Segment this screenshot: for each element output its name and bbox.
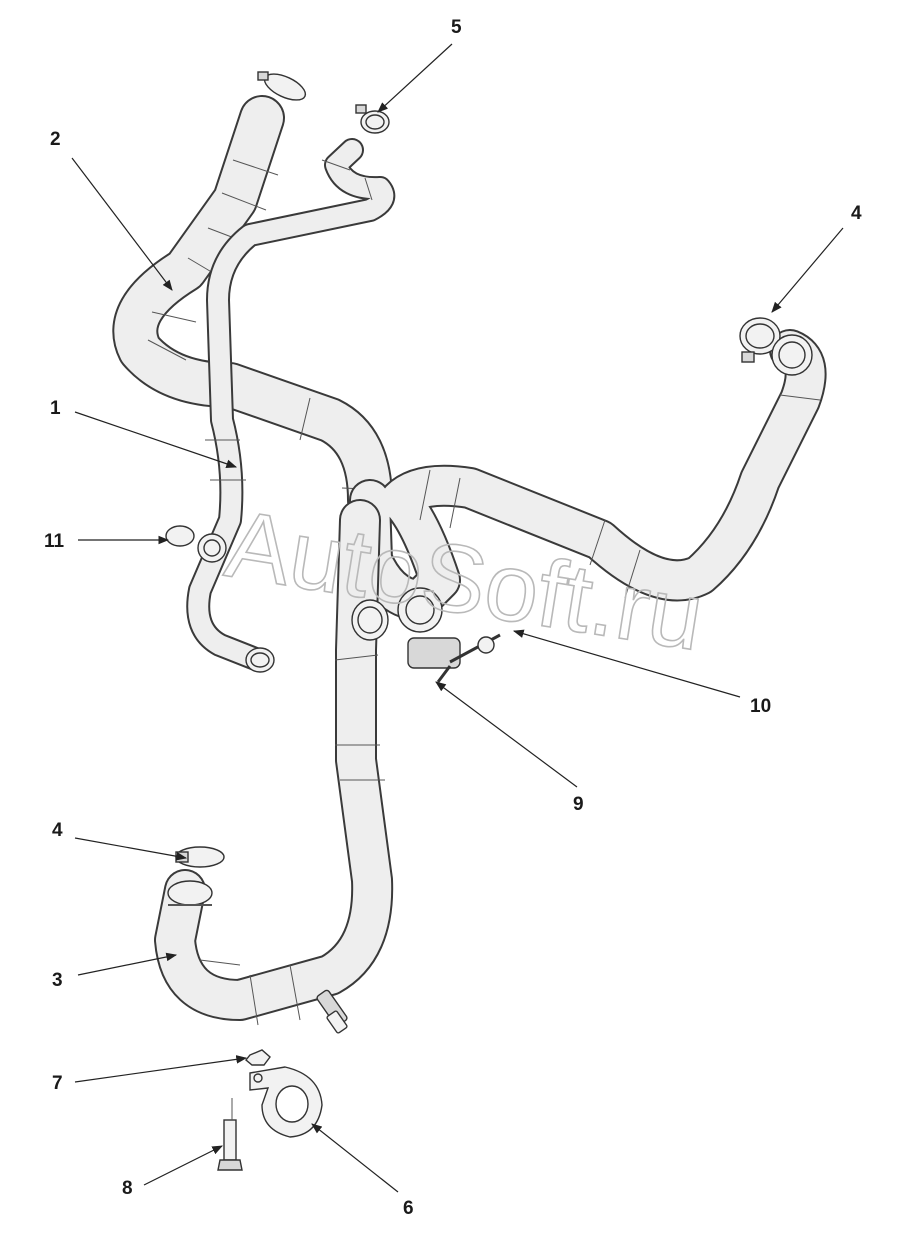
leader-lines bbox=[71, 43, 844, 1193]
callout-3: 3 bbox=[52, 970, 63, 991]
drain-nipple bbox=[316, 989, 348, 1034]
cap-top-left bbox=[257, 71, 307, 101]
watermark-text: AutoSoft.ru bbox=[219, 490, 710, 671]
callout-7: 7 bbox=[52, 1073, 63, 1094]
hose-3 bbox=[154, 499, 394, 1026]
callout-8: 8 bbox=[122, 1178, 133, 1199]
callout-10: 10 bbox=[750, 696, 771, 717]
callout-2: 2 bbox=[50, 129, 61, 150]
callout-numbers: 1 2 3 4 4 5 6 7 8 9 10 11 bbox=[44, 17, 862, 1219]
callout-1: 1 bbox=[50, 398, 61, 419]
callout-4-left: 4 bbox=[52, 820, 63, 841]
callout-6: 6 bbox=[403, 1198, 414, 1219]
callout-9: 9 bbox=[573, 794, 584, 815]
bolt-8 bbox=[217, 1098, 243, 1171]
callout-5: 5 bbox=[451, 17, 462, 38]
clamp-5 bbox=[355, 104, 390, 134]
clamp-4-right bbox=[739, 317, 813, 376]
hose-2 bbox=[112, 95, 393, 523]
hose-1 bbox=[186, 138, 396, 672]
callout-4-right: 4 bbox=[851, 203, 862, 224]
clamp-lower-left bbox=[245, 647, 275, 673]
tee-connector bbox=[351, 587, 501, 683]
nut-7 bbox=[245, 1049, 271, 1066]
callout-11: 11 bbox=[44, 531, 65, 552]
bracket-clip-6 bbox=[249, 1066, 323, 1138]
